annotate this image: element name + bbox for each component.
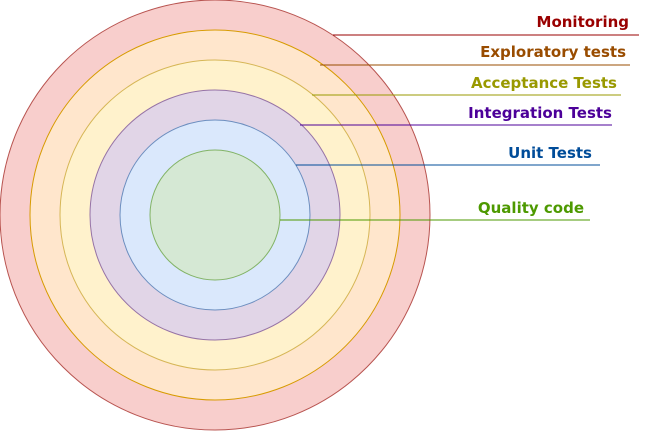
label-unit: Unit Tests <box>508 144 592 162</box>
label-monitoring: Monitoring <box>537 13 629 31</box>
label-exploratory: Exploratory tests <box>480 43 626 61</box>
label-quality: Quality code <box>478 199 584 217</box>
label-integration: Integration Tests <box>468 104 612 122</box>
ring-quality <box>149 149 281 281</box>
label-acceptance: Acceptance Tests <box>471 74 617 92</box>
